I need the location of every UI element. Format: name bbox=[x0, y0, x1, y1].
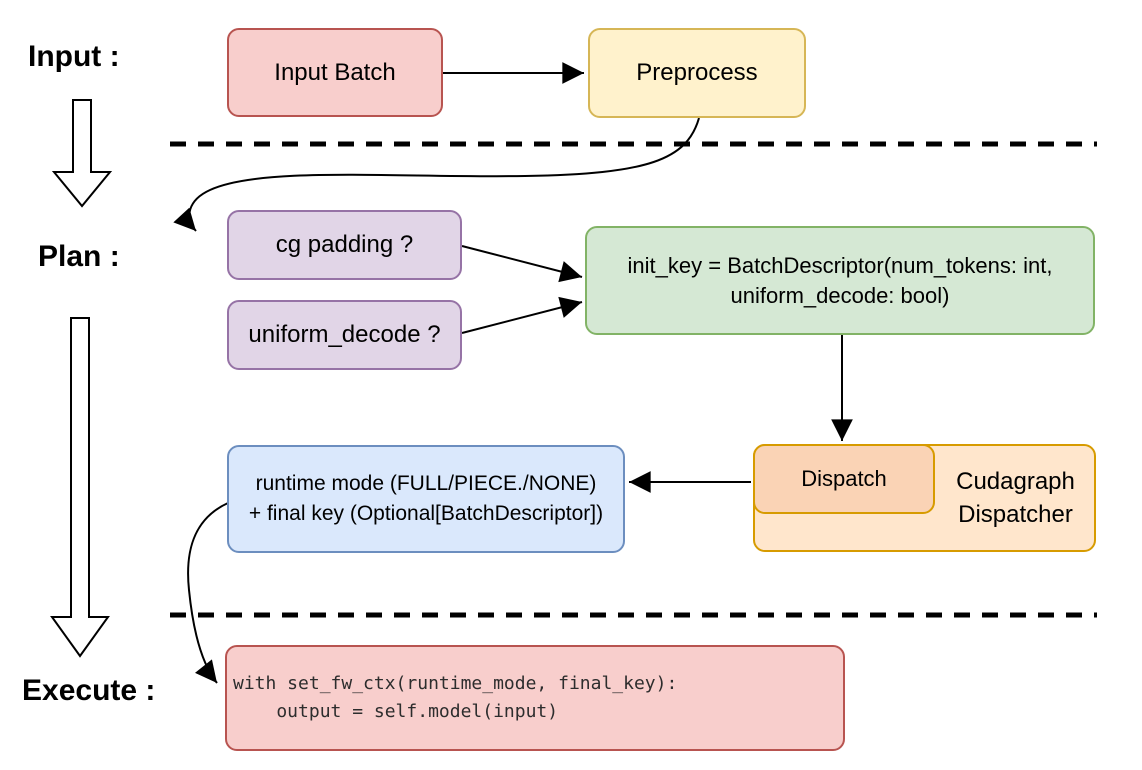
node-uniform-decode-label: uniform_decode ? bbox=[248, 321, 441, 348]
node-input-batch: Input Batch bbox=[227, 28, 443, 117]
node-uniform-decode: uniform_decode ? bbox=[227, 300, 462, 370]
node-preprocess-label: Preprocess bbox=[636, 59, 758, 86]
node-init-key-line2: uniform_decode: bool) bbox=[730, 282, 950, 308]
arrow-cg-padding-to-init-key bbox=[461, 245, 583, 283]
stage-arrow-input-to-plan bbox=[51, 99, 113, 208]
arrow-uniform-decode-to-init-key bbox=[461, 296, 583, 334]
stage-label-plan: Plan : bbox=[38, 240, 120, 273]
node-init-key: init_key = BatchDescriptor(num_tokens: i… bbox=[585, 226, 1095, 335]
node-dispatch-label: Dispatch bbox=[801, 466, 887, 491]
execute-code-line1: with set_fw_ctx(runtime_mode, final_key)… bbox=[233, 673, 678, 694]
node-cudagraph-dispatcher-label: Cudagraph Dispatcher bbox=[937, 446, 1094, 550]
stage-label-execute: Execute : bbox=[22, 674, 156, 707]
node-init-key-line1: init_key = BatchDescriptor(num_tokens: i… bbox=[627, 252, 1053, 278]
node-runtime-mode: runtime mode (FULL/PIECE./NONE) + final … bbox=[227, 445, 625, 553]
stage-label-input: Input : bbox=[28, 40, 120, 73]
node-input-batch-label: Input Batch bbox=[274, 58, 396, 86]
node-runtime-mode-line1: runtime mode (FULL/PIECE./NONE) bbox=[255, 472, 597, 495]
node-dispatch: Dispatch bbox=[753, 444, 935, 514]
arrow-runtime-mode-to-execute-code bbox=[187, 502, 229, 684]
node-cudagraph-dispatcher-line2: Dispatcher bbox=[958, 501, 1073, 528]
node-cg-padding-label: cg padding ? bbox=[275, 231, 414, 258]
node-preprocess: Preprocess bbox=[588, 28, 806, 118]
node-execute-code: with set_fw_ctx(runtime_mode, final_key)… bbox=[225, 645, 845, 751]
node-runtime-mode-line2: + final key (Optional[BatchDescriptor]) bbox=[248, 502, 604, 525]
node-cudagraph-dispatcher-line1: Cudagraph bbox=[956, 468, 1075, 495]
execute-code-line2: output = self.model(input) bbox=[233, 701, 559, 722]
stage-arrow-plan-to-execute bbox=[50, 317, 110, 658]
node-cg-padding: cg padding ? bbox=[227, 210, 462, 280]
